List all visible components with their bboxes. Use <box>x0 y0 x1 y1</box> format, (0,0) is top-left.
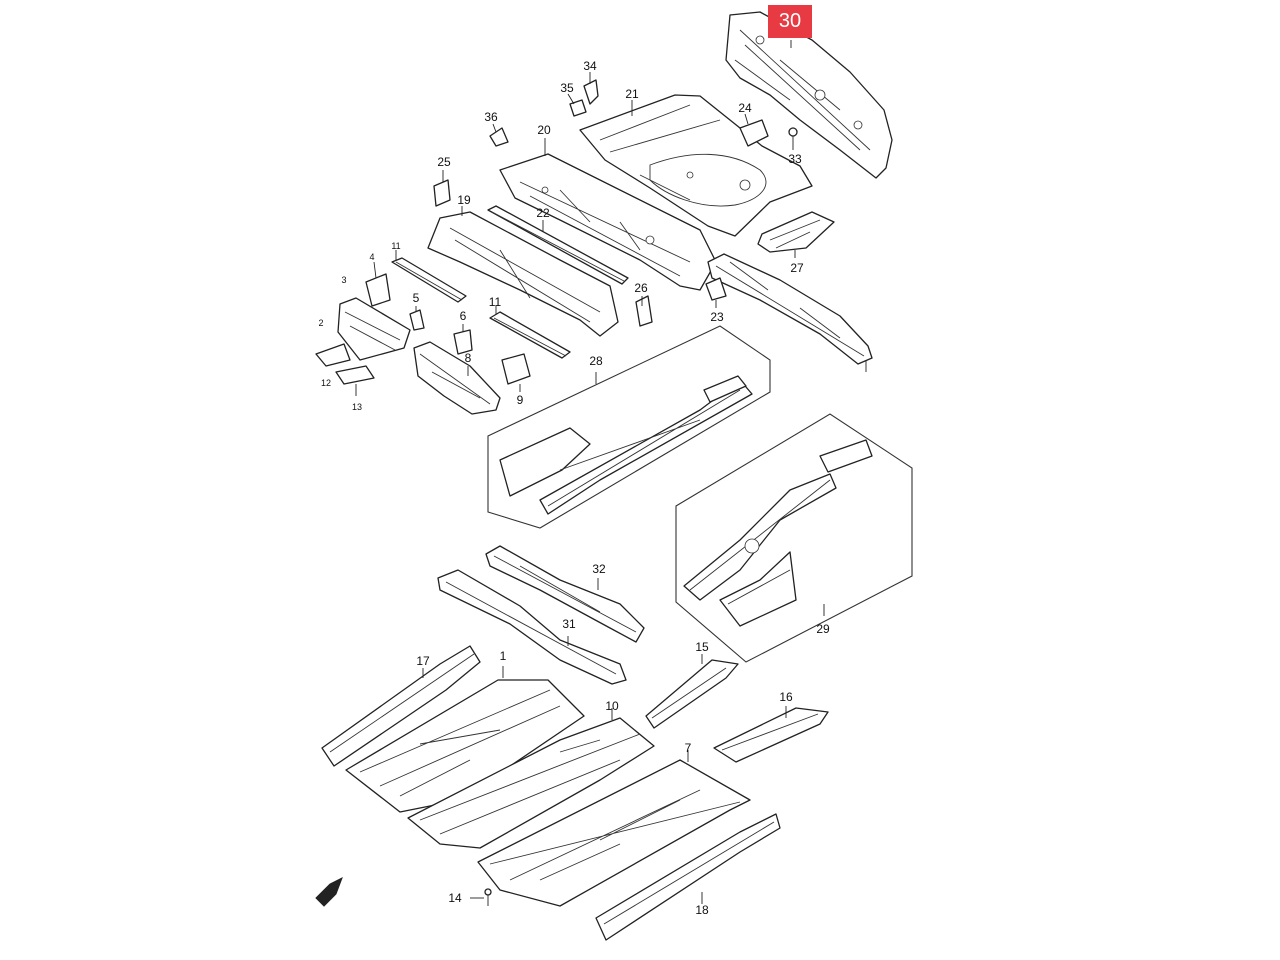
callout-12: 12 <box>320 378 332 388</box>
callout-22: 22 <box>536 206 550 220</box>
callout-20: 20 <box>537 123 551 137</box>
part-32-member[interactable] <box>485 545 645 643</box>
part-23-side-rail[interactable] <box>705 253 873 372</box>
part-11-strip-upper[interactable] <box>391 250 467 303</box>
callout-34: 34 <box>583 59 597 73</box>
part-26-bracket[interactable] <box>635 295 653 327</box>
part-12-plate[interactable] <box>315 343 351 367</box>
part-27-frame-extension[interactable] <box>757 211 835 258</box>
callout-27: 27 <box>790 261 804 275</box>
part-33-bolt[interactable] <box>788 127 798 150</box>
part-34-bracket[interactable] <box>583 72 599 105</box>
part-31-member[interactable] <box>437 569 627 685</box>
callout-3: 3 <box>341 275 347 285</box>
callout-19: 19 <box>457 193 471 207</box>
callout-14: 14 <box>448 891 462 905</box>
part-21-rear-floor-pan[interactable] <box>579 94 813 237</box>
part-25-bracket[interactable] <box>433 170 451 207</box>
callout-11-upper: 11 <box>391 241 401 251</box>
highlighted-part-label: 30 <box>768 5 812 38</box>
part-6-mount[interactable] <box>453 324 473 355</box>
part-3-lower-brace[interactable] <box>337 297 411 361</box>
part-4-bracket[interactable] <box>365 261 391 307</box>
part-30-rear-panel[interactable] <box>725 11 893 179</box>
part-16-member[interactable] <box>713 706 829 763</box>
part-36-bracket[interactable] <box>489 123 509 147</box>
callout-5: 5 <box>412 291 420 305</box>
callout-10: 10 <box>605 699 619 713</box>
callout-6: 6 <box>459 309 467 323</box>
part-17-side-sill[interactable] <box>321 645 481 767</box>
part-9-bracket[interactable] <box>501 353 531 392</box>
callout-13: 13 <box>351 402 363 412</box>
callout-23: 23 <box>710 310 724 324</box>
callout-21: 21 <box>625 87 639 101</box>
part-20-crossmember-panel[interactable] <box>499 138 717 291</box>
part-22-reinforcement[interactable] <box>487 205 629 285</box>
part-24-cover[interactable] <box>739 113 769 147</box>
callout-11-lower: 11 <box>488 295 502 309</box>
part-14-bolt[interactable] <box>470 888 492 906</box>
callout-18: 18 <box>695 903 709 917</box>
part-7-floor-pan[interactable] <box>477 750 751 907</box>
part-11-strip-lower[interactable] <box>489 306 571 359</box>
callout-8: 8 <box>464 351 472 365</box>
group-28-frame-assembly[interactable] <box>487 325 771 529</box>
callout-26: 26 <box>634 281 648 295</box>
callout-31: 31 <box>562 617 576 631</box>
callout-24: 24 <box>738 101 752 115</box>
callout-2: 2 <box>318 318 324 328</box>
callout-7: 7 <box>684 741 692 755</box>
part-5-clip[interactable] <box>409 306 425 331</box>
callout-17: 17 <box>416 654 430 668</box>
callout-29: 29 <box>816 622 830 636</box>
part-8-front-frame[interactable] <box>413 341 501 415</box>
front-arrow-icon <box>315 876 343 907</box>
callout-33: 33 <box>788 152 802 166</box>
callout-35: 35 <box>560 81 574 95</box>
part-18-side-sill[interactable] <box>595 813 781 941</box>
part-1-front-floor-pan[interactable] <box>345 666 585 813</box>
part-15-member[interactable] <box>645 654 739 729</box>
group-29-frame-assembly[interactable] <box>675 413 913 663</box>
part-10-tunnel[interactable] <box>407 708 655 849</box>
callout-28: 28 <box>589 354 603 368</box>
callout-16: 16 <box>779 690 793 704</box>
callout-36: 36 <box>484 110 498 124</box>
part-19-seat-crossmember[interactable] <box>427 206 619 337</box>
callout-4: 4 <box>369 252 375 262</box>
part-2-gusset[interactable] <box>335 365 375 396</box>
callout-9: 9 <box>516 393 524 407</box>
callout-32: 32 <box>592 562 606 576</box>
callout-15: 15 <box>695 640 709 654</box>
callout-25: 25 <box>437 155 451 169</box>
part-35-clip[interactable] <box>567 93 587 117</box>
callout-1: 1 <box>499 649 507 663</box>
